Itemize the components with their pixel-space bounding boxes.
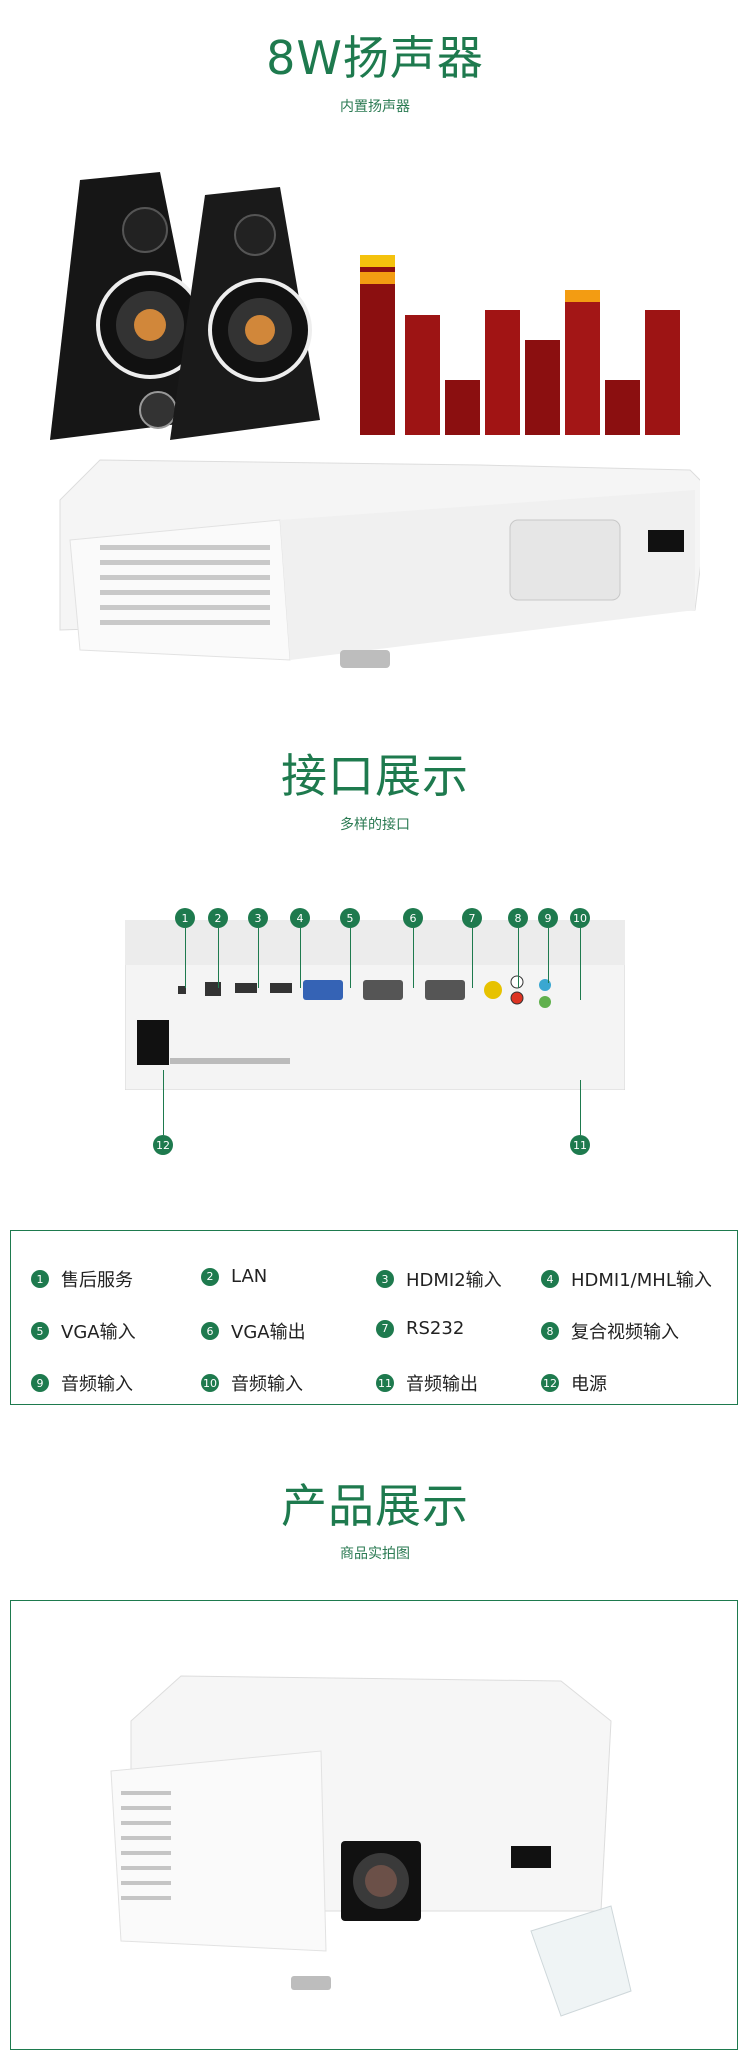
callout-line [185,928,186,988]
callout-9: 9 [538,908,558,928]
legend-label: HDMI1/MHL输入 [571,1270,712,1291]
callout-11: 11 [570,1135,590,1155]
product-section-subtitle: 商品实拍图 [340,1546,410,1562]
legend-label: 复合视频输入 [571,1322,679,1343]
legend-label: VGA输出 [231,1322,306,1343]
legend-number: 10 [201,1374,219,1392]
speaker-section-subtitle: 内置扬声器 [340,99,410,115]
callout-1: 1 [175,908,195,928]
callout-7: 7 [462,908,482,928]
legend-label: HDMI2输入 [406,1270,502,1291]
legend-item: 10 音频输入 [201,1370,303,1396]
legend-number: 1 [31,1270,49,1288]
callout-line [258,928,259,988]
callout-10: 10 [570,908,590,928]
callout-6: 6 [403,908,423,928]
callout-line [518,928,519,988]
legend-number: 2 [201,1267,219,1286]
legend-number: 4 [541,1270,559,1288]
callout-line [580,928,581,1000]
legend-number: 7 [376,1319,394,1338]
legend-item: 3 HDMI2输入 [376,1266,502,1292]
speaker-section-title: 8W扬声器 [266,31,484,85]
callout-line [300,928,301,988]
callout-12: 12 [153,1135,173,1155]
ports-section-title: 接口展示 [281,749,469,803]
legend-label: LAN [231,1266,268,1287]
legend-item: 12 电源 [541,1370,607,1396]
projector-rear-panel-image [125,920,625,1090]
legend-label: 音频输入 [231,1374,303,1395]
legend-label: VGA输入 [61,1322,136,1343]
callout-line [580,1080,581,1135]
legend-item: 4 HDMI1/MHL输入 [541,1266,712,1292]
callout-line [472,928,473,988]
ports-section-subtitle: 多样的接口 [340,817,410,833]
legend-item: 11 音频输出 [376,1370,478,1396]
legend-label: 音频输出 [406,1374,478,1395]
callout-5: 5 [340,908,360,928]
legend-item: 8 复合视频输入 [541,1318,679,1344]
legend-item: 5 VGA输入 [31,1318,136,1344]
product-section-title: 产品展示 [281,1479,469,1533]
legend-number: 3 [376,1270,394,1288]
projector-photo [110,1675,632,2017]
callout-line [163,1070,164,1135]
legend-item: 6 VGA输出 [201,1318,306,1344]
callout-4: 4 [290,908,310,928]
legend-item: 1 售后服务 [31,1266,133,1292]
callout-line [413,928,414,988]
product-photo-frame [10,1600,738,2050]
legend-item: 2 LAN [201,1266,267,1287]
callout-line [350,928,351,988]
legend-number: 8 [541,1322,559,1340]
callout-line [218,928,219,988]
legend-number: 6 [201,1322,219,1340]
projector-with-speakers-image [50,172,700,668]
legend-number: 9 [31,1374,49,1392]
legend-number: 12 [541,1374,559,1392]
legend-label: 电源 [571,1374,607,1395]
callout-3: 3 [248,908,268,928]
callout-8: 8 [508,908,528,928]
legend-label: 音频输入 [61,1374,133,1395]
legend-number: 11 [376,1374,394,1392]
legend-number: 5 [31,1322,49,1340]
legend-item: 9 音频输入 [31,1370,133,1396]
legend-label: RS232 [406,1318,465,1339]
legend-label: 售后服务 [61,1270,133,1291]
callout-2: 2 [208,908,228,928]
callout-line [548,928,549,983]
legend-item: 7 RS232 [376,1318,464,1339]
